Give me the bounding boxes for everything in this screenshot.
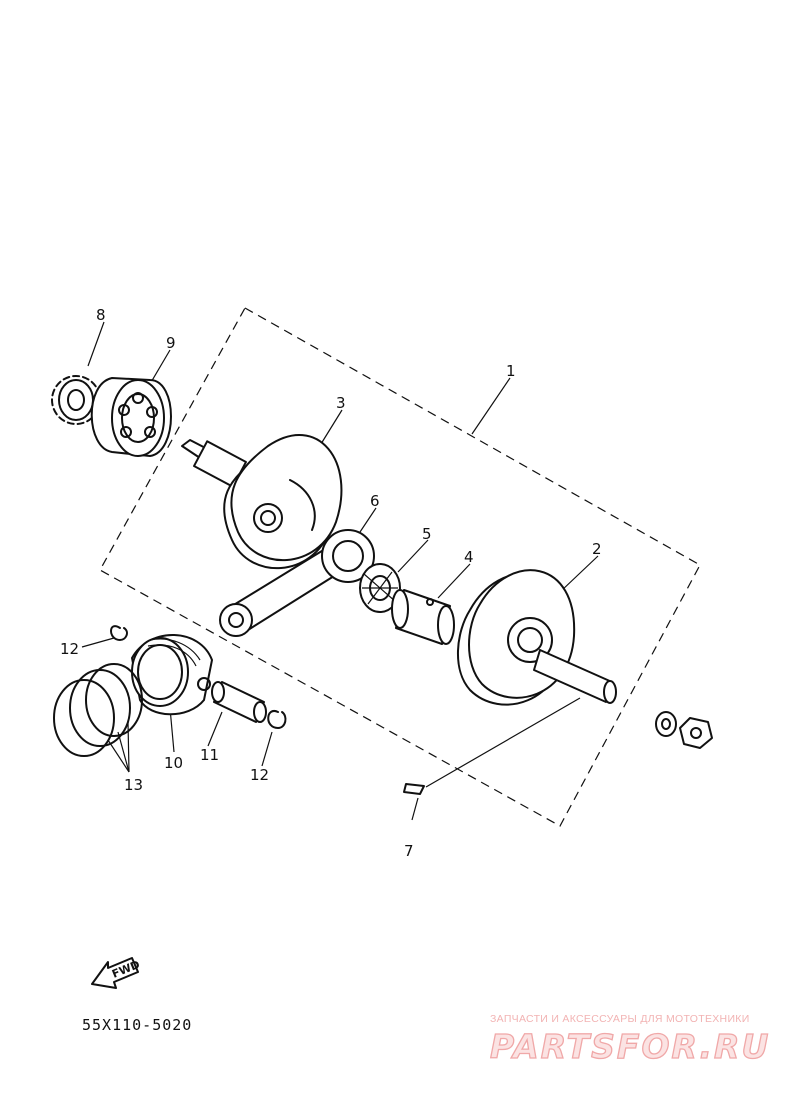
piston-ring-set [53, 663, 143, 757]
callout-labels: 1 2 3 4 5 6 7 8 9 10 11 12 12 13 [60, 306, 602, 860]
diagram-code: 55X110-5020 [82, 1016, 192, 1034]
callout-2: 2 [592, 540, 602, 558]
piston-pin-clip-left [110, 625, 128, 641]
callout-4: 4 [464, 548, 474, 566]
callout-12-left: 12 [60, 640, 79, 658]
callout-8: 8 [96, 306, 106, 324]
watermark-brand: PARTSFOR.RU [490, 1027, 770, 1066]
woodruff-key [403, 783, 425, 795]
needle-bearing [359, 563, 401, 613]
washer [655, 711, 677, 737]
watermark-subtitle: ЗАПЧАСТИ И АКСЕССУАРЫ ДЛЯ МОТОТЕХНИКИ [490, 1013, 750, 1025]
callout-3: 3 [336, 394, 346, 412]
callout-9: 9 [166, 334, 176, 352]
callout-7: 7 [404, 842, 414, 860]
main-bearing [90, 377, 172, 457]
callout-13: 13 [124, 776, 143, 794]
callout-5: 5 [422, 525, 432, 543]
callout-6: 6 [370, 492, 380, 510]
callout-12-right: 12 [250, 766, 269, 784]
crank-half-right [457, 569, 617, 706]
callout-11: 11 [200, 746, 219, 764]
piston [131, 634, 213, 716]
piston-pin-clip-right [267, 709, 287, 729]
crankshaft-nut [679, 717, 713, 749]
callout-1: 1 [506, 362, 516, 380]
callout-10: 10 [164, 754, 183, 772]
fwd-arrow-icon: FWD [91, 957, 142, 989]
crankshaft-assembly-boundary [99, 307, 701, 827]
watermark: ЗАПЧАСТИ И АКСЕССУАРЫ ДЛЯ МОТОТЕХНИКИ PA… [489, 1013, 770, 1067]
crank-half-left [181, 433, 343, 570]
connecting-rod [219, 529, 375, 637]
piston-pin [211, 681, 267, 723]
crank-pin [391, 589, 455, 645]
leader-lines [81, 321, 599, 821]
